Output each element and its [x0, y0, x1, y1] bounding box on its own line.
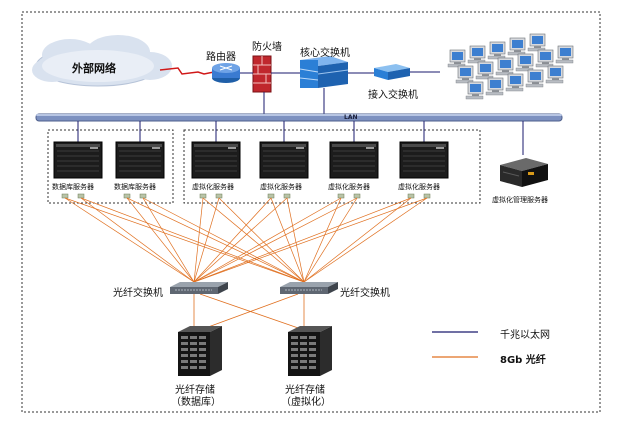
db-server-label: 数据库服务器: [114, 183, 156, 191]
server-row: [53, 121, 449, 199]
firewall-icon: [252, 55, 272, 93]
workstation-icon: [507, 37, 526, 56]
workstation-icon: [495, 57, 514, 76]
router-label: 路由器: [206, 52, 236, 63]
fiber-switch-right: [280, 282, 338, 294]
router-icon: [212, 63, 240, 83]
external-network-label: 外部网络: [72, 62, 116, 75]
workstation-icon: [455, 65, 474, 84]
workstation-icon: [475, 61, 494, 80]
storage-array-virt: [288, 326, 332, 376]
virtualization-server-icon: [259, 121, 309, 199]
workstation-icon: [465, 81, 484, 100]
workstation-icon: [515, 53, 534, 72]
core-switch-label: 核心交换机: [300, 48, 350, 59]
workstation-icon: [555, 45, 574, 64]
core-switch-icon: [299, 56, 349, 88]
storage-db-sublabel: （数据库）: [171, 397, 221, 408]
workstation-icon: [527, 33, 546, 52]
database-server-icon: [53, 121, 103, 199]
workstation-icon: [487, 41, 506, 60]
fiber-switch-left-label: 光纤交换机: [113, 288, 163, 299]
access-switch-icon: [374, 64, 410, 80]
workstation-icon: [525, 69, 544, 88]
outer-border: [21, 11, 601, 413]
virt-server-label: 虚拟化服务器: [398, 183, 440, 191]
legend-ethernet-label: 千兆以太网: [500, 330, 550, 341]
virt-server-label: 虚拟化服务器: [260, 183, 302, 191]
fiber-links: [64, 197, 428, 331]
virtualization-server-icon: [329, 121, 379, 199]
firewall-label: 防火墙: [252, 42, 282, 53]
db-server-group: [47, 129, 174, 204]
lan-label: LAN: [344, 114, 358, 121]
virt-server-label: 虚拟化服务器: [192, 183, 234, 191]
storage-virt-sublabel: （虚拟化）: [281, 397, 331, 408]
storage-virt-label: 光纤存储: [285, 385, 325, 396]
db-server-label: 数据库服务器: [52, 183, 94, 191]
database-server-icon: [115, 121, 165, 199]
workstation-icon: [505, 73, 524, 92]
virt-server-label: 虚拟化服务器: [328, 183, 370, 191]
workstation-icon: [467, 45, 486, 64]
workstation-cluster: [447, 33, 574, 100]
legend-fiber-label: 8Gb 光纤: [500, 355, 546, 366]
virtualization-server-icon: [191, 121, 241, 199]
lan-bar: [35, 113, 563, 122]
storage-array-db: [178, 326, 222, 376]
fiber-switch-left: [170, 282, 228, 294]
workstation-icon: [447, 49, 466, 68]
virtualization-server-icon: [399, 121, 449, 199]
external-network-cloud: [32, 35, 172, 87]
workstation-icon: [535, 49, 554, 68]
management-server-icon: [500, 158, 548, 187]
workstation-icon: [545, 65, 564, 84]
storage-db-label: 光纤存储: [175, 385, 215, 396]
fiber-switch-right-label: 光纤交换机: [340, 288, 390, 299]
workstation-icon: [485, 77, 504, 96]
wan-link: [159, 67, 215, 75]
mgmt-server-label: 虚拟化管理服务器: [492, 196, 548, 204]
access-switch-label: 接入交换机: [368, 90, 418, 101]
